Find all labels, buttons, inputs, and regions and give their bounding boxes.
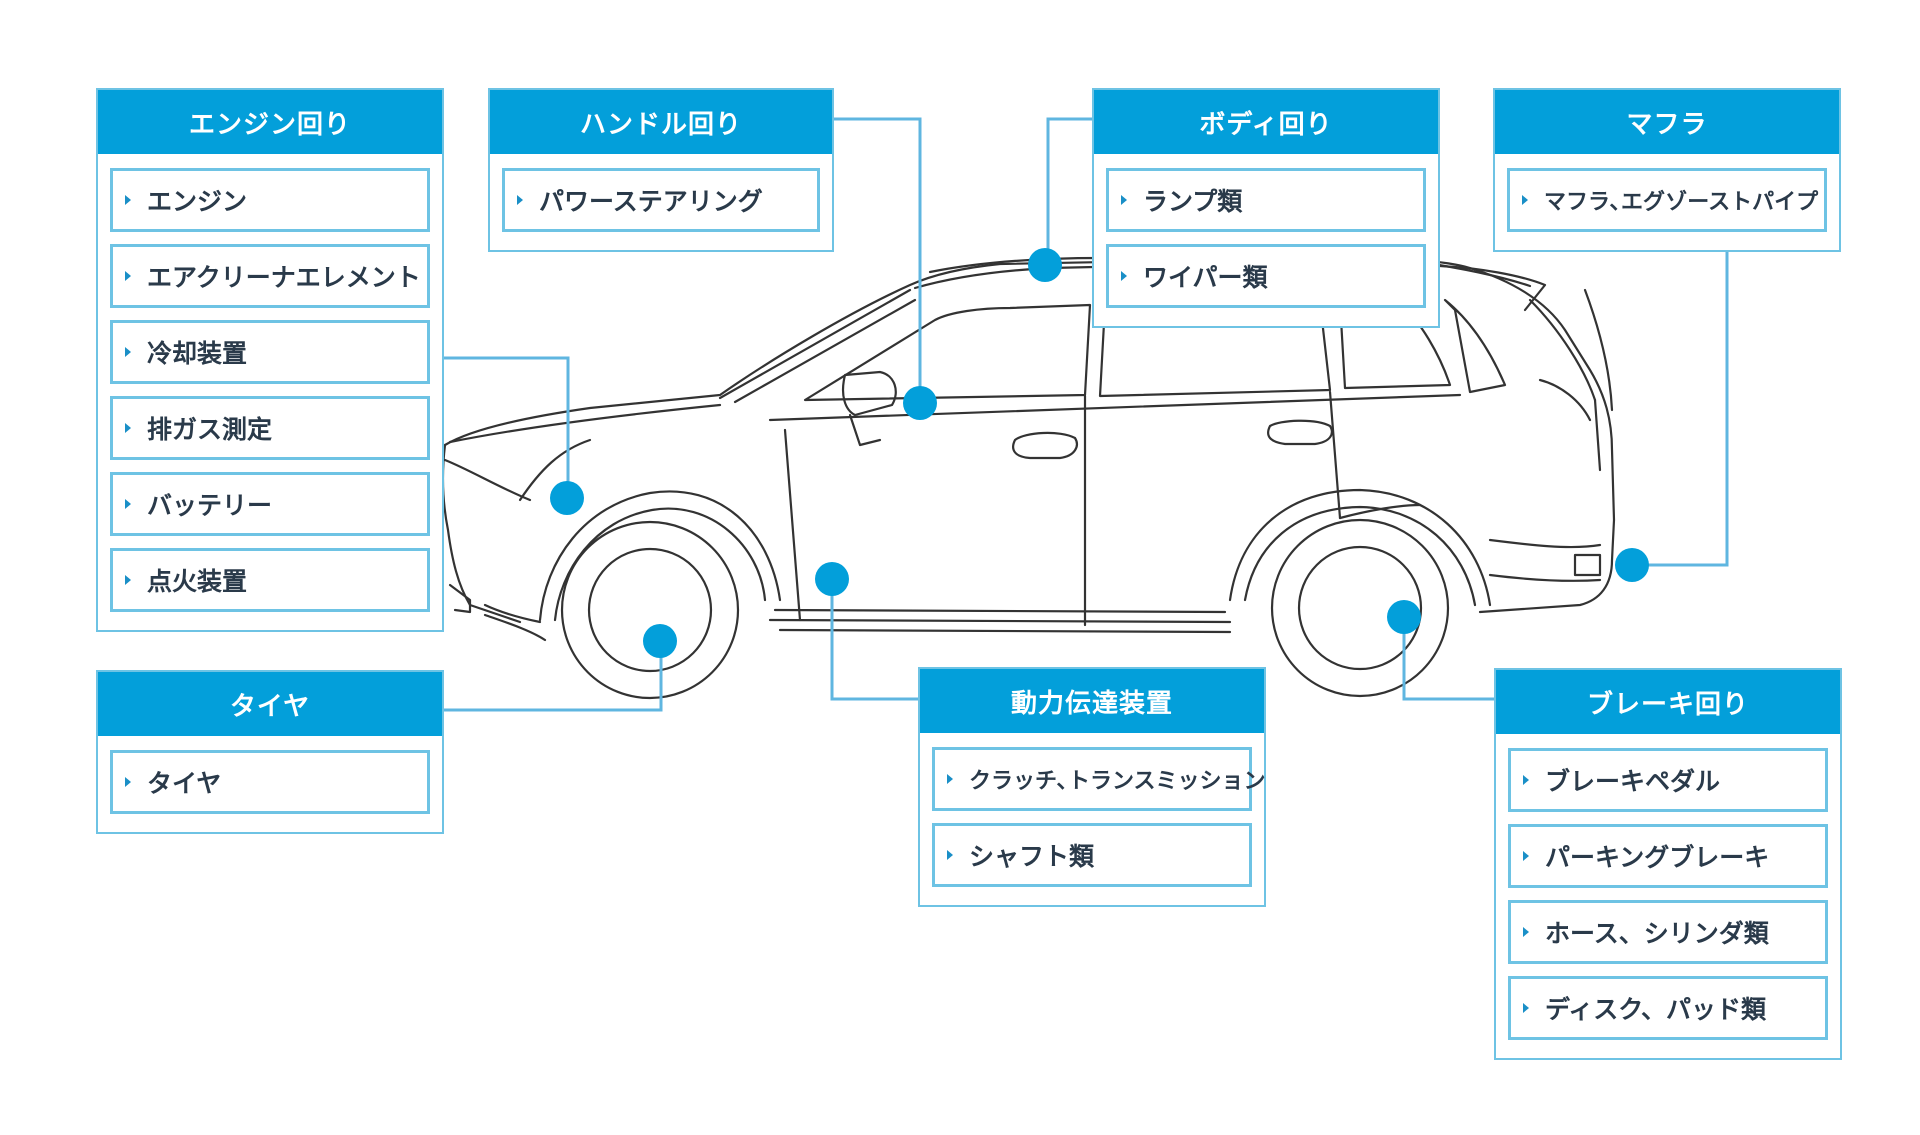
- connector-tire: [444, 641, 663, 712]
- item-power-steering[interactable]: パワーステアリング: [502, 168, 820, 232]
- panel-muffler: マフラ マフラ､エグゾーストパイプ: [1493, 88, 1841, 252]
- item-muffler-exhaust-pipe[interactable]: マフラ､エグゾーストパイプ: [1507, 168, 1827, 232]
- dot-brake: [1387, 600, 1421, 634]
- arrow-right-icon: [125, 575, 131, 585]
- item-label: ランプ類: [1143, 187, 1243, 216]
- item-shafts[interactable]: シャフト類: [932, 823, 1252, 887]
- arrow-right-icon: [1522, 195, 1528, 205]
- arrow-right-icon: [1121, 271, 1127, 281]
- panel-transmission: 動力伝達装置 クラッチ､トランスミッション シャフト類: [918, 667, 1266, 907]
- panel-title-engine: エンジン回り: [98, 90, 442, 154]
- panel-engine: エンジン回り エンジン エアクリーナエレメント 冷却装置 排ガス測定 バッテリー…: [96, 88, 444, 632]
- item-air-cleaner-element[interactable]: エアクリーナエレメント: [110, 244, 430, 308]
- dot-body: [1028, 248, 1062, 282]
- dot-transmission: [815, 562, 849, 596]
- panel-steering: ハンドル回り パワーステアリング: [488, 88, 834, 252]
- connector-brake: [1402, 617, 1494, 701]
- item-label: バッテリー: [147, 491, 273, 520]
- front-wheel: [560, 520, 740, 700]
- dot-steering: [903, 386, 937, 420]
- item-label: ワイパー類: [1143, 263, 1268, 292]
- arrow-right-icon: [125, 777, 131, 787]
- arrow-right-icon: [125, 347, 131, 357]
- dot-engine: [550, 481, 584, 515]
- arrow-right-icon: [125, 271, 131, 281]
- arrow-right-icon: [947, 850, 953, 860]
- connector-transmission: [830, 578, 918, 701]
- panel-title-body: ボディ回り: [1094, 90, 1438, 154]
- panel-items-tire: タイヤ: [98, 736, 442, 832]
- item-ignition-system[interactable]: 点火装置: [110, 548, 430, 612]
- panel-body: ボディ回り ランプ類 ワイパー類: [1092, 88, 1440, 328]
- item-label: 点火装置: [147, 567, 248, 596]
- panel-items-engine: エンジン エアクリーナエレメント 冷却装置 排ガス測定 バッテリー 点火装置: [98, 154, 442, 630]
- car-illustration: [441, 256, 1616, 642]
- connector-dots: [550, 248, 1649, 658]
- panel-title-brake: ブレーキ回り: [1496, 670, 1840, 734]
- panel-items-transmission: クラッチ､トランスミッション シャフト類: [920, 733, 1266, 905]
- arrow-right-icon: [1523, 927, 1529, 937]
- panel-items-brake: ブレーキペダル パーキングブレーキ ホース、シリンダ類 ディスク、パッド類: [1496, 734, 1840, 1058]
- item-label: クラッチ､トランスミッション: [969, 769, 1266, 794]
- panel-title-steering: ハンドル回り: [490, 90, 832, 154]
- item-clutch-transmission[interactable]: クラッチ､トランスミッション: [932, 747, 1266, 811]
- item-brake-pedal[interactable]: ブレーキペダル: [1508, 748, 1828, 812]
- item-emission-test[interactable]: 排ガス測定: [110, 396, 430, 460]
- panel-tire: タイヤ タイヤ: [96, 670, 444, 834]
- arrow-right-icon: [947, 774, 953, 784]
- connector-body: [1046, 117, 1092, 264]
- panel-title-muffler: マフラ: [1495, 90, 1839, 154]
- connector-muffler: [1632, 249, 1729, 567]
- arrow-right-icon: [125, 195, 131, 205]
- panel-items-steering: パワーステアリング: [490, 154, 832, 250]
- connector-steering: [834, 117, 922, 403]
- item-label: タイヤ: [147, 769, 222, 798]
- item-parking-brake[interactable]: パーキングブレーキ: [1508, 824, 1828, 888]
- item-tire[interactable]: タイヤ: [110, 750, 430, 814]
- item-engine[interactable]: エンジン: [110, 168, 430, 232]
- item-label: パーキングブレーキ: [1545, 843, 1770, 872]
- item-cooling-system[interactable]: 冷却装置: [110, 320, 430, 384]
- connector-lines: [444, 117, 1729, 712]
- rear-wheel: [1270, 518, 1450, 698]
- item-label: エンジン: [147, 187, 248, 216]
- item-discs-pads[interactable]: ディスク、パッド類: [1508, 976, 1828, 1040]
- arrow-right-icon: [125, 423, 131, 433]
- dot-muffler: [1615, 548, 1649, 582]
- item-hoses-cylinders[interactable]: ホース、シリンダ類: [1508, 900, 1828, 964]
- item-label: ブレーキペダル: [1545, 767, 1721, 796]
- item-label: シャフト類: [969, 842, 1095, 871]
- panel-items-muffler: マフラ､エグゾーストパイプ: [1495, 154, 1839, 250]
- connector-engine: [444, 356, 570, 498]
- panel-title-transmission: 動力伝達装置: [920, 669, 1264, 733]
- panel-brake: ブレーキ回り ブレーキペダル パーキングブレーキ ホース、シリンダ類 ディスク、…: [1494, 668, 1842, 1060]
- arrow-right-icon: [517, 195, 523, 205]
- item-label: 排ガス測定: [147, 415, 273, 444]
- item-label: 冷却装置: [147, 339, 248, 368]
- panel-items-body: ランプ類 ワイパー類: [1094, 154, 1438, 326]
- arrow-right-icon: [1121, 195, 1127, 205]
- arrow-right-icon: [125, 499, 131, 509]
- item-label: パワーステアリング: [539, 187, 763, 216]
- item-battery[interactable]: バッテリー: [110, 472, 430, 536]
- item-label: ディスク、パッド類: [1545, 995, 1767, 1024]
- arrow-right-icon: [1523, 775, 1529, 785]
- item-lamps[interactable]: ランプ類: [1106, 168, 1426, 232]
- item-label: マフラ､エグゾーストパイプ: [1544, 190, 1819, 215]
- panel-title-tire: タイヤ: [98, 672, 442, 736]
- dot-tire: [643, 624, 677, 658]
- item-wipers[interactable]: ワイパー類: [1106, 244, 1426, 308]
- arrow-right-icon: [1523, 851, 1529, 861]
- item-label: エアクリーナエレメント: [147, 263, 421, 292]
- arrow-right-icon: [1523, 1003, 1529, 1013]
- item-label: ホース、シリンダ類: [1545, 919, 1769, 948]
